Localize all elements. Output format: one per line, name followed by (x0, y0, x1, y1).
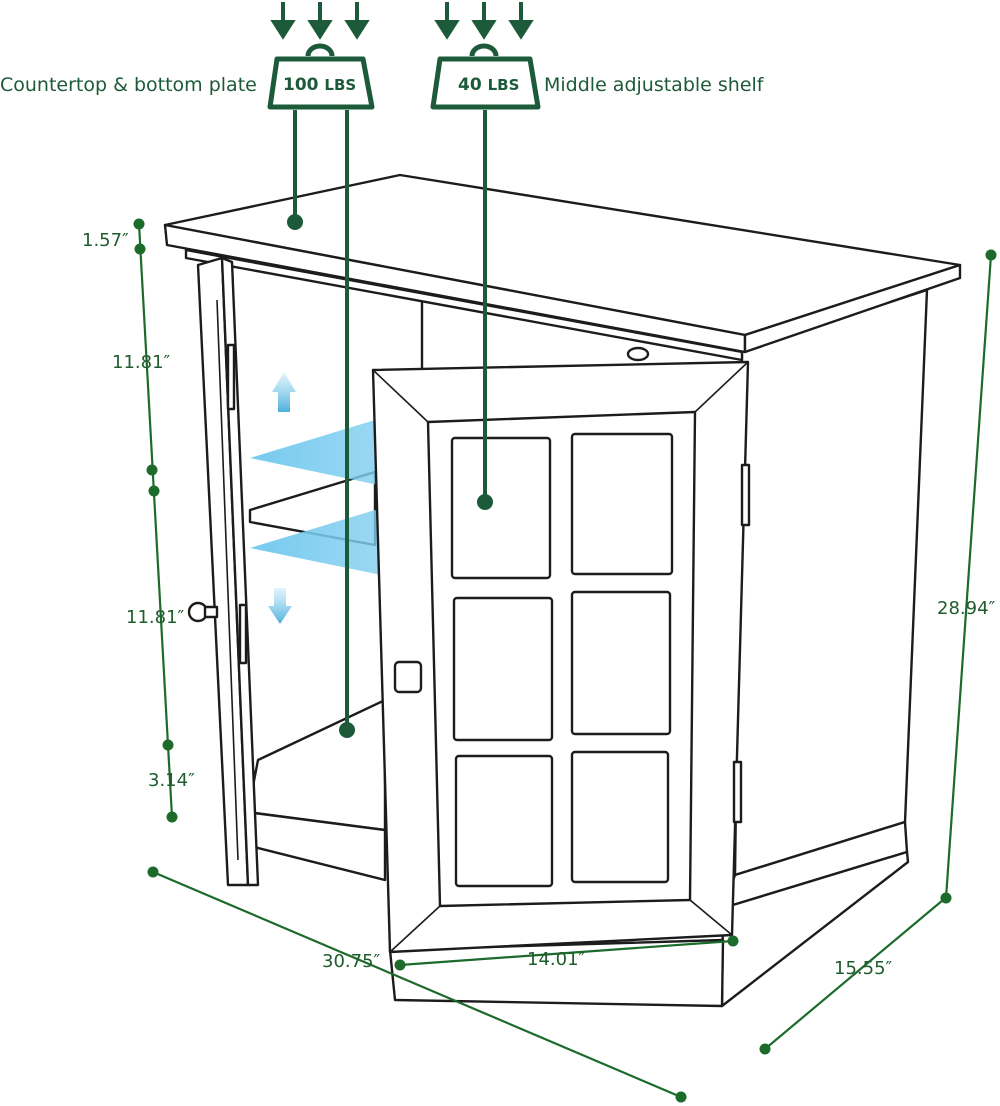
shelf-up-arrow-icon (272, 372, 296, 412)
dim-top-thickness: 1.57″ (82, 230, 129, 251)
dim-width: 30.75″ (322, 951, 381, 972)
load-left-caption: Countertop & bottom plate (0, 74, 257, 96)
depth-dimension (759, 899, 944, 1055)
dim-door-width: 14.01″ (527, 949, 586, 970)
countertop (163, 173, 962, 362)
load-right-value: 40 LBS (458, 75, 519, 95)
dim-base-height: 3.14″ (148, 770, 195, 791)
weight-icon (430, 56, 541, 110)
door-width-dimension (394, 935, 739, 971)
dim-lower-compartment: 11.81″ (126, 607, 185, 628)
shelf-down-arrow-icon (268, 588, 292, 624)
vertical-dimension-right (940, 249, 997, 904)
load-indicator-right: 40 LBS Middle adjustable shelf (430, 2, 765, 510)
load-indicator-left: 100 LBS Countertop & bottom plate (0, 2, 375, 738)
right-door (371, 360, 751, 954)
down-arrows-left (270, 2, 370, 40)
door-handle-icon (393, 660, 423, 694)
dim-total-height: 28.94″ (937, 598, 996, 619)
load-left-value: 100 LBS (283, 75, 356, 95)
vertical-dimension-left (133, 218, 178, 823)
width-dimension (147, 866, 687, 1103)
dim-depth: 15.55″ (834, 958, 893, 979)
down-arrows-right (434, 2, 534, 40)
left-door (187, 256, 260, 887)
weight-handle-icon (469, 43, 499, 57)
weight-handle-icon (305, 43, 335, 57)
load-right-caption: Middle adjustable shelf (544, 74, 765, 96)
dim-upper-compartment: 11.81″ (112, 352, 171, 373)
weight-icon (267, 56, 375, 110)
